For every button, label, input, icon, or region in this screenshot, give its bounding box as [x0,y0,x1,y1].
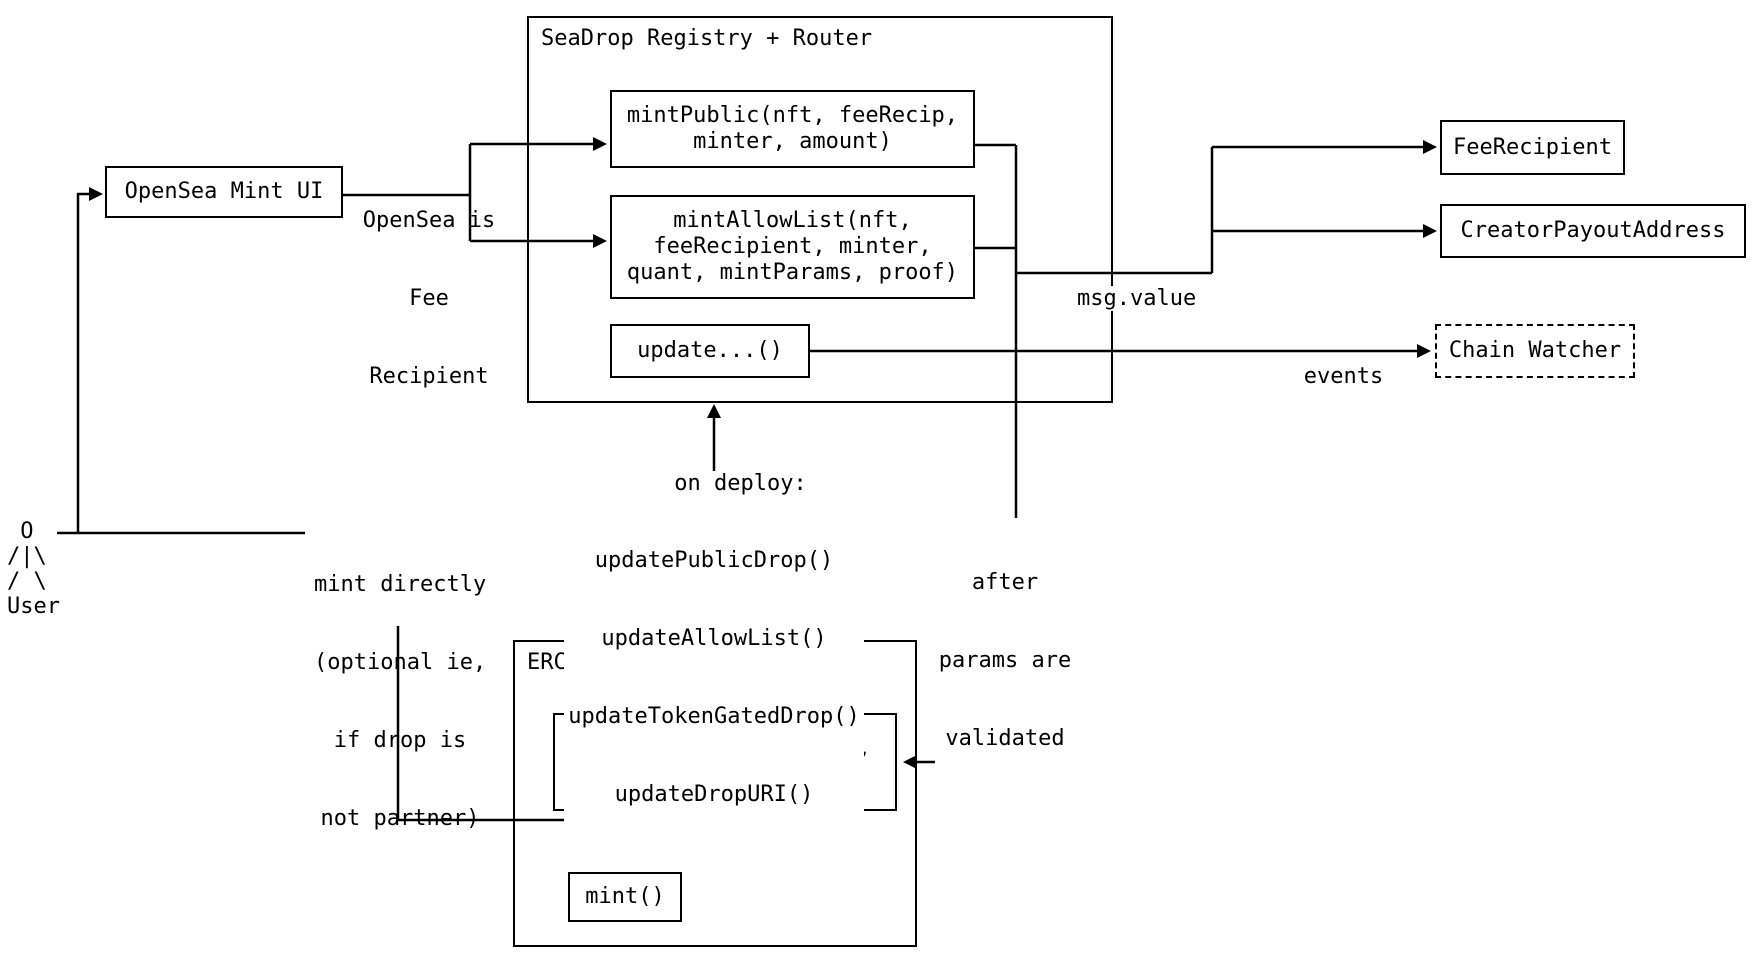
deploy-call-item: updatePublicDrop() [594,548,834,573]
mintpublic-box: mintPublic(nft, feeRecip, minter, amount… [610,90,975,168]
opensea-mint-ui-box: OpenSea Mint UI [105,166,343,218]
opensea-mint-ui-label: OpenSea Mint UI [124,179,324,204]
seadrop-registry-title: SeaDrop Registry + Router [541,26,873,51]
deploy-call-item: updateAllowList() [601,626,827,651]
update-fn-label: update...() [637,338,783,363]
chainwatcher-label: Chain Watcher [1448,338,1622,363]
arrow-into-opensea-icon [89,187,103,201]
mint-directly-note: mint directly (optional ie, if drop is n… [314,520,486,884]
events-label: events [1299,364,1388,389]
after-params-line3: validated [945,726,1065,751]
on-deploy-label-wrap: on deploy: [614,445,814,523]
fee-note: OpenSea is Fee Recipient [344,156,514,442]
on-deploy-label: on deploy: [670,471,811,496]
after-params-line1: after [971,570,1039,595]
mint-directly-line1: mint directly [314,572,487,597]
msg-value-label-wrap: msg.value [1020,260,1201,338]
update-fn-box: update...() [610,324,810,378]
mintallowlist-box: mintAllowList(nft, feeRecipient, minter,… [610,195,975,299]
mint-fn-box: mint() [568,872,682,922]
mintallowlist-line1: mintAllowList(nft, [673,208,912,233]
arrow-into-creatorpayout-icon [1423,224,1437,238]
after-params-line2: params are [938,648,1072,673]
deploy-calls-list: updatePublicDrop() updateAllowList() upd… [564,496,864,860]
feerecipient-label: FeeRecipient [1453,134,1612,160]
mint-directly-line4: not partner) [320,806,480,831]
fee-note-line3: Recipient [369,364,489,389]
mintpublic-line2: minter, amount) [693,129,892,154]
mintallowlist-line2: feeRecipient, minter, [653,234,932,259]
user-to-opensea-line [76,192,96,533]
creatorpayout-box: CreatorPayoutAddress [1440,204,1746,258]
fee-note-line2: Fee [405,286,453,311]
after-params-note: after params are validated [935,518,1075,804]
arrow-into-mintallowlist-icon [593,234,607,248]
seadrop-registry-box: SeaDrop Registry + Router [527,16,1113,403]
arrow-into-mintseadrop-icon [903,755,917,769]
user-figure: O /|\ / \ User [7,467,60,671]
msg-value-label: msg.value [1072,286,1201,311]
mintpublic-line1: mintPublic(nft, feeRecip, [626,103,959,128]
chainwatcher-box: Chain Watcher [1435,324,1635,378]
events-label-wrap: events [1237,338,1397,416]
mint-fn-label: mint() [585,884,665,909]
creatorpayout-label: CreatorPayoutAddress [1460,218,1726,243]
mint-directly-line3: if drop is [333,728,467,753]
arrow-into-chainwatcher-icon [1417,344,1431,358]
mint-directly-line2: (optional ie, [314,650,487,675]
arrow-into-feerecipient-icon [1423,140,1437,154]
arrow-into-registry-icon [707,404,721,418]
user-figure-text: O /|\ / \ User [7,519,60,619]
feerecipient-box: FeeRecipient [1440,120,1625,175]
deploy-call-item: updateDropURI() [614,782,814,807]
mintallowlist-line3: quant, mintParams, proof) [626,260,959,285]
arrow-into-mintpublic-icon [593,137,607,151]
fee-note-line1: OpenSea is [362,208,496,233]
deploy-call-item: updateTokenGatedDrop() [568,704,860,729]
